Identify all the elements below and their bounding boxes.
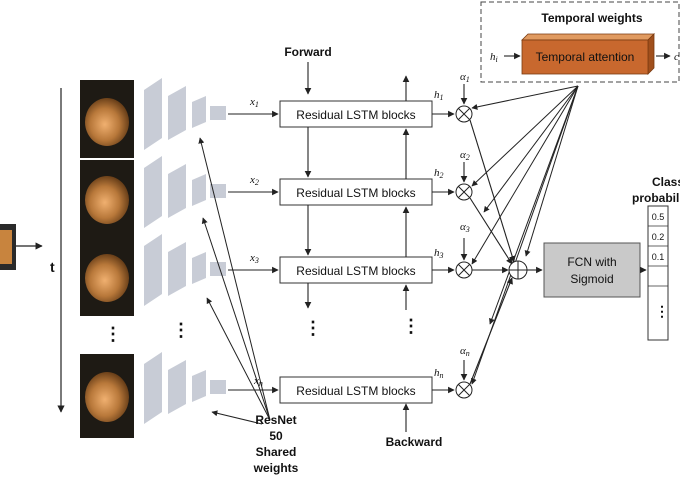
frame-3 [80,238,134,316]
temporal-input-label: hi [490,51,498,64]
xn-label: xn [253,375,263,388]
time-axis-label: t [50,259,55,275]
resnet-label-4: weights [253,461,299,475]
alpha3-label: α3 [460,221,470,234]
temporal-weights-panel: Temporal weights hi Temporal attention c [480,1,680,83]
h3-label: h3 [434,247,444,260]
svg-text:Temporal attention: Temporal attention [536,50,635,64]
frame-2 [80,160,134,238]
forward-label: Forward [284,45,331,59]
temporal-output-label: c [674,51,679,63]
svg-text:Residual LSTM blocks: Residual LSTM blocks [296,264,415,278]
cnn-stack-1 [144,78,226,150]
cnn-stack-n [144,352,226,424]
alpha2-label: α2 [460,149,470,162]
lstm-ellipsis-right: ⋮ [402,316,420,336]
prob-value-3: 0.1 [652,252,665,262]
fcn-sigmoid-block: FCN with Sigmoid [543,242,641,298]
h2-label: h2 [434,167,444,180]
hidden-state-arrows [432,110,455,394]
x1-label: x1 [249,96,259,109]
lstm-block-3: Residual LSTM blocks [279,256,433,284]
class-prob-label-1: Class [652,175,680,189]
resnet-label-1: ResNet [255,413,296,427]
lstm-block-2: Residual LSTM blocks [279,178,433,206]
multiply-node-1 [455,105,473,123]
lstm-vertical-arrows [304,75,410,310]
resnet-label-3: Shared [256,445,297,459]
input-arrows [228,110,279,394]
prob-value-1: 0.5 [652,212,665,222]
lstm-ellipsis-left: ⋮ [304,318,322,338]
sum-node [508,260,528,280]
resnet-label-2: 50 [269,429,283,443]
h1-label: h1 [434,89,444,102]
alphan-label: αn [460,345,470,358]
class-prob-vector: 0.5 0.2 0.1 ⋮ [647,205,669,341]
temporal-attention-block: Temporal attention [521,33,655,75]
lstm-block-n: Residual LSTM blocks [279,376,433,404]
svg-text:FCN with: FCN with [567,255,616,269]
temporal-weights-title: Temporal weights [541,11,642,25]
multiply-node-2 [455,183,473,201]
svg-text:Residual LSTM blocks: Residual LSTM blocks [296,186,415,200]
resnet-shared-arrows [198,137,271,425]
svg-text:Residual LSTM blocks: Residual LSTM blocks [296,384,415,398]
frame-1 [80,80,134,158]
video-film-icon [0,224,16,270]
weighted-sum-arrows [469,119,516,385]
cnn-stack-3 [144,234,226,306]
x3-label: x3 [249,252,259,265]
svg-text:Sigmoid: Sigmoid [570,272,613,286]
x2-label: x2 [249,174,259,187]
frames-ellipsis: ⋮ [104,324,122,344]
class-prob-label-2: probabiliti [632,191,680,205]
prob-value-2: 0.2 [652,232,665,242]
backward-label: Backward [386,435,443,449]
lstm-block-1: Residual LSTM blocks [279,100,433,128]
cnn-ellipsis: ⋮ [172,320,190,340]
multiply-node-3 [455,261,473,279]
svg-text:Residual LSTM blocks: Residual LSTM blocks [296,108,415,122]
frame-n [80,354,134,438]
alpha1-label: α1 [460,71,470,84]
hn-label: hn [434,367,444,380]
multiply-node-n [455,381,473,399]
prob-ellipsis: ⋮ [655,303,669,319]
